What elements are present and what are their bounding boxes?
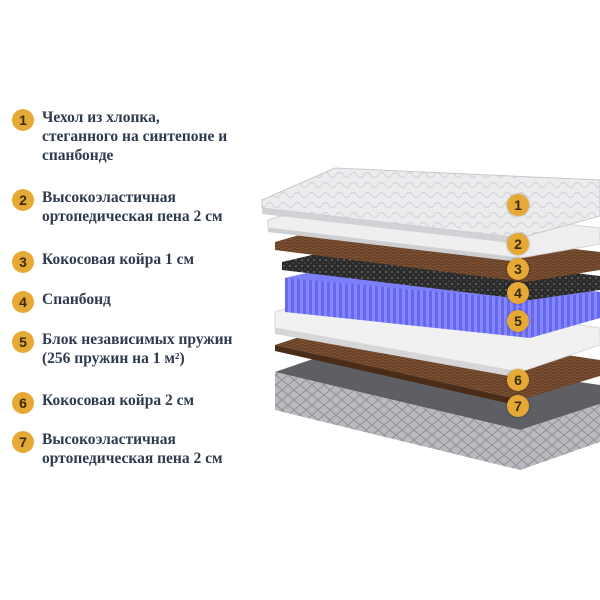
legend-item-6: 6 Кокосовая койра 2 см (12, 391, 282, 414)
legend-line: Блок независимых пружин (42, 331, 233, 348)
legend-line: Спанбонд (42, 291, 111, 308)
layer-1-cover (261, 167, 600, 244)
legend-badge-3: 3 (12, 251, 34, 273)
legend-text-1: Чехол из хлопка, стеганного на синтепоне… (42, 108, 227, 165)
legend-line: Высокоэластичная (42, 189, 176, 206)
legend-item-2: 2 Высокоэластичная ортопедическая пена 2… (12, 188, 282, 226)
legend-badge-5: 5 (12, 331, 34, 353)
legend-line: спанбонде (42, 147, 114, 164)
layer-marker-3: 3 (507, 258, 529, 280)
legend-text-2: Высокоэластичная ортопедическая пена 2 с… (42, 188, 223, 226)
legend-text-3: Кокосовая койра 1 см (42, 250, 194, 269)
layer-marker-1: 1 (507, 194, 529, 216)
legend-item-7: 7 Высокоэластичная ортопедическая пена 2… (12, 430, 282, 468)
legend-text-5: Блок независимых пружин (256 пружин на 1… (42, 330, 232, 368)
legend-text-7: Высокоэластичная ортопедическая пена 2 с… (42, 430, 223, 468)
legend-badge-7: 7 (12, 431, 34, 453)
layer-marker-5: 5 (507, 310, 529, 332)
layer-marker-2: 2 (507, 233, 529, 255)
legend-badge-2: 2 (12, 189, 34, 211)
legend-text-4: Спанбонд (42, 290, 111, 309)
legend-line: стеганного на синтепоне и (42, 128, 228, 145)
legend-item-5: 5 Блок независимых пружин (256 пружин на… (12, 330, 282, 368)
legend-line: ортопедическая пена 2 см (42, 450, 223, 467)
legend-line: ортопедическая пена 2 см (42, 208, 223, 225)
legend-badge-4: 4 (12, 291, 34, 313)
legend-line: Кокосовая койра 1 см (42, 251, 195, 268)
layer-marker-7: 7 (507, 395, 529, 417)
layer-marker-6: 6 (507, 369, 529, 391)
legend-badge-1: 1 (12, 109, 34, 131)
legend-text-6: Кокосовая койра 2 см (42, 391, 194, 410)
legend-line: Кокосовая койра 2 см (42, 392, 195, 409)
legend-line: (256 пружин на 1 м²) (42, 350, 185, 367)
legend-line: Чехол из хлопка, (42, 109, 160, 126)
legend-badge-6: 6 (12, 392, 34, 414)
legend-item-3: 3 Кокосовая койра 1 см (12, 250, 282, 273)
legend-item-4: 4 Спанбонд (12, 290, 282, 313)
legend-item-1: 1 Чехол из хлопка, стеганного на синтепо… (12, 108, 282, 165)
layer-marker-4: 4 (507, 282, 529, 304)
legend-line: Высокоэластичная (42, 431, 176, 448)
